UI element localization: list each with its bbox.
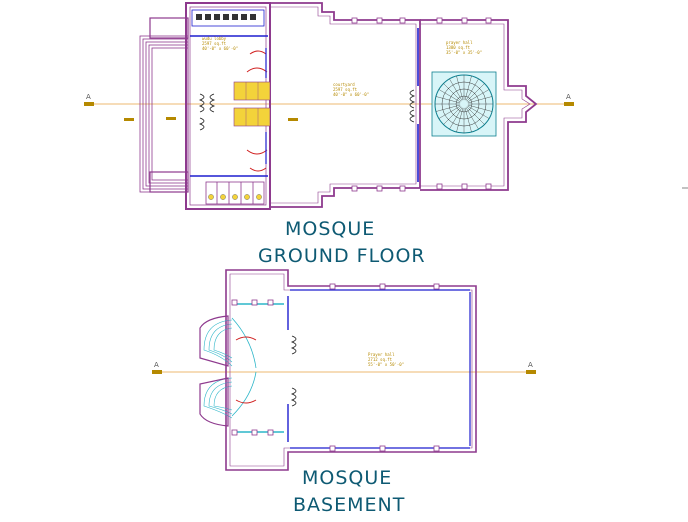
room-label-lobby-area: 2597 sq.ft <box>202 41 227 46</box>
basement-title-line1: MOSQUE <box>302 467 393 489</box>
section-marker-ground-right: A <box>564 93 574 106</box>
basement-outer-wall <box>225 269 477 471</box>
washroom-row-top <box>191 9 265 27</box>
lobby-entrance-door <box>198 93 205 131</box>
ground-floor-title-line1: MOSQUE <box>285 218 376 240</box>
basement-corridors <box>232 303 284 433</box>
svg-text:A: A <box>86 93 91 101</box>
basement-title-line2: BASEMENT <box>293 494 406 516</box>
basement-swing-doors <box>235 336 257 404</box>
room-label-courtyard-area: 2597 sq.ft <box>333 87 358 92</box>
dome-icon <box>431 71 497 137</box>
section-marker-basement-right: A <box>526 361 536 374</box>
room-label-basement-size: 55'-0" x 50'-0" <box>368 362 404 367</box>
ground-floor-title-line2: GROUND FLOOR <box>258 245 426 267</box>
svg-text:A: A <box>566 93 571 101</box>
room-label-prayer-area: 1380 sq.ft <box>446 45 471 50</box>
lobby-outer-wall <box>185 2 271 210</box>
room-label-prayer-size: 35'-0" x 35'-0" <box>446 50 482 55</box>
entrance-steps <box>139 35 189 193</box>
room-label-courtyard-size: 40'-0" x 60'-0" <box>333 92 369 97</box>
basement-plan: Prayer hall 2712 sq.ft 55'-0" x 50'-0" A… <box>152 269 536 471</box>
stair-core <box>233 81 271 127</box>
ablution-stalls-bottom <box>205 181 265 205</box>
courtyard-columns <box>351 17 406 192</box>
room-label-lobby-name: wudu lobby <box>202 36 227 41</box>
room-label-courtyard-name: courtyard <box>333 82 355 87</box>
prayer-hall-wall <box>420 19 538 191</box>
section-marker-basement-left: A <box>152 361 162 374</box>
level-markers <box>124 117 298 121</box>
svg-text:A: A <box>528 361 533 369</box>
section-marker-ground-left: A <box>84 93 94 106</box>
room-label-basement-area: 2712 sq.ft <box>368 357 393 362</box>
prayer-hall-columns <box>436 17 492 190</box>
basement-columns <box>231 283 440 452</box>
room-label-prayer-name: prayer hall <box>446 40 473 45</box>
room-label-basement-name: Prayer hall <box>368 352 395 357</box>
svg-text:A: A <box>154 361 159 369</box>
ground-floor-plan: wudu lobby 2597 sq.ft 40'-0" x 60'-0" co… <box>84 2 574 210</box>
courtyard-outer-wall <box>270 2 421 208</box>
basement-hall-door <box>290 335 297 407</box>
room-label-lobby-size: 40'-0" x 60'-0" <box>202 46 238 51</box>
prayer-hall-entrance-door <box>409 89 416 123</box>
lobby-swing-doors <box>246 50 268 172</box>
